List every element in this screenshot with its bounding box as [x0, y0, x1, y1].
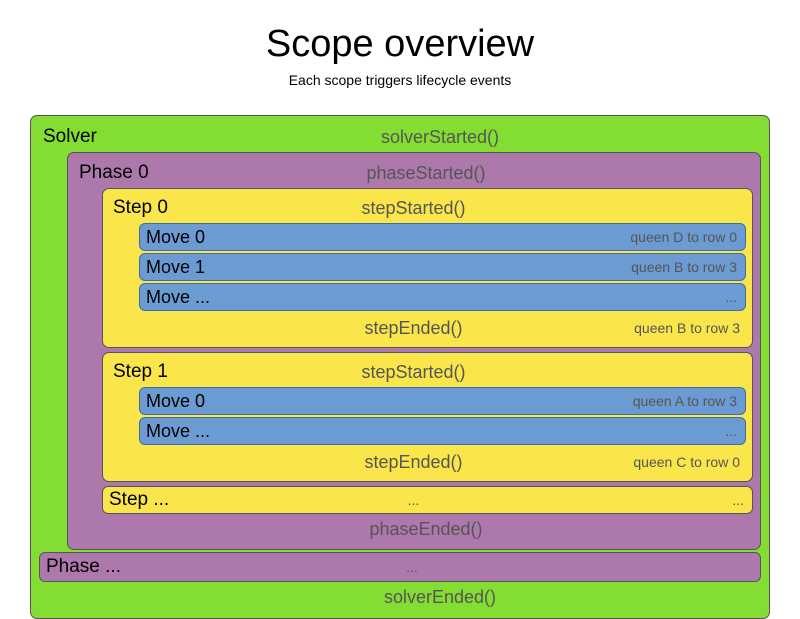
move-label: Move 1: [146, 257, 206, 277]
step-started-event: stepStarted(): [361, 362, 466, 382]
move-row: Move ... ...: [139, 283, 746, 311]
move-value: ...: [725, 423, 737, 439]
phase-ellipsis-label: Phase ...: [46, 556, 121, 577]
move-row: Move 0 queen A to row 3: [139, 387, 746, 415]
move-value: queen D to row 0: [630, 229, 737, 245]
phase-scope: Phase 0 phaseStarted() Step 0 stepStarte…: [67, 152, 761, 550]
move-row: Move 0 queen D to row 0: [139, 223, 746, 251]
step-label: Step 0: [113, 197, 168, 218]
solver-label: Solver: [43, 126, 97, 147]
move-row: Move ... ...: [139, 417, 746, 445]
solver-header: Solver solverStarted(): [39, 122, 761, 152]
step-header: Step 1 stepStarted(): [109, 357, 746, 387]
move-label: Move ...: [146, 287, 211, 307]
solver-footer: solverEnded(): [39, 582, 761, 612]
move-label: Move ...: [146, 421, 211, 441]
phase-ellipsis-row: Phase ... ...: [39, 552, 761, 582]
step-header: Step 0 stepStarted(): [109, 193, 746, 223]
step-started-event: stepStarted(): [361, 198, 466, 218]
move-value: queen B to row 3: [631, 259, 737, 275]
step-ellipsis-label: Step ...: [109, 489, 170, 510]
step-ellipsis-row: Step ... ... ...: [102, 486, 753, 514]
step-label: Step 1: [113, 361, 168, 382]
step-scope: Step 1 stepStarted() Move 0 queen A to r…: [102, 352, 753, 482]
step-footer: stepEnded() queen B to row 3: [109, 313, 746, 343]
move-label: Move 0: [146, 391, 206, 411]
step-footer: stepEnded() queen C to row 0: [109, 447, 746, 477]
title-block: Scope overview Each scope triggers lifec…: [0, 0, 800, 88]
move-value: ...: [725, 289, 737, 305]
solver-started-event: solverStarted(): [380, 127, 500, 147]
phase-ellipsis-event: ...: [406, 559, 418, 575]
step-ended-value: queen B to row 3: [634, 320, 740, 336]
phase-header: Phase 0 phaseStarted(): [75, 158, 753, 188]
solver-ended-event: solverEnded(): [383, 587, 497, 607]
step-scope: Step 0 stepStarted() Move 0 queen D to r…: [102, 188, 753, 348]
step-ended-value: queen C to row 0: [633, 454, 740, 470]
phase-footer: phaseEnded(): [75, 514, 753, 544]
step-ended-event: stepEnded(): [364, 452, 463, 472]
page-subtitle: Each scope triggers lifecycle events: [288, 71, 512, 88]
solver-scope: Solver solverStarted() Phase 0 phaseStar…: [30, 115, 770, 619]
phase-label: Phase 0: [79, 162, 149, 183]
move-row: Move 1 queen B to row 3: [139, 253, 746, 281]
step-ellipsis-value: ...: [732, 492, 744, 508]
phase-started-event: phaseStarted(): [366, 163, 486, 183]
move-value: queen A to row 3: [632, 393, 737, 409]
page-title: Scope overview: [265, 23, 535, 65]
move-label: Move 0: [146, 227, 206, 247]
step-ended-event: stepEnded(): [364, 318, 463, 338]
phase-ended-event: phaseEnded(): [369, 519, 483, 539]
step-ellipsis-event: ...: [407, 492, 420, 508]
